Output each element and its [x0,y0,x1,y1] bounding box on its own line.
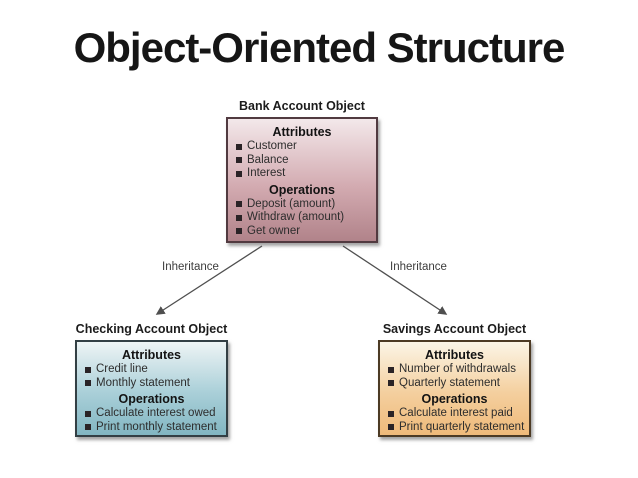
bullet-square-icon [236,170,242,177]
bullet-square-icon [236,228,242,235]
inheritance-arrow-left [155,245,263,315]
list-item-label: Print quarterly statement [399,420,525,433]
attributes-heading: Attributes [121,348,182,362]
list-item-label: Monthly statement [96,376,190,389]
list-item-label: Balance [247,153,289,166]
list-item: Calculate interest owed [77,407,226,421]
list-item-label: Get owner [247,224,301,237]
list-item-label: Customer [247,140,297,152]
attributes-heading: Attributes [424,348,485,362]
list-item: Number of withdrawals [380,363,529,377]
bullet-square-icon [388,410,394,417]
bullet-square-icon [85,424,91,431]
list-item-label: Interest [247,167,286,179]
list-item: Deposit (amount) [228,198,376,212]
list-item: Credit line [77,363,226,377]
list-item-label: Withdraw (amount) [247,211,345,223]
bullet-square-icon [85,410,91,417]
inheritance-label-right: Inheritance [390,261,447,273]
savings-account-object: Savings Account Object Attributes Number… [378,322,531,437]
bullet-square-icon [85,380,91,387]
list-item: Withdraw (amount) [228,211,376,225]
list-item-label: Calculate interest owed [96,407,216,419]
inheritance-arrow-right [342,245,448,315]
list-item: Interest [228,167,376,181]
checking-account-box: Attributes Credit line Monthly statement… [75,340,228,437]
list-item: Monthly statement [77,377,226,391]
list-item-label: Quarterly statement [399,376,500,389]
operations-heading: Operations [269,182,335,197]
list-item: Customer [228,140,376,154]
list-item: Get owner [228,225,376,239]
page-title: Object-Oriented Structure [73,24,566,71]
bullet-square-icon [388,366,394,373]
inheritance-label-left: Inheritance [162,261,219,273]
list-item: Print quarterly statement [380,421,529,435]
list-item: Quarterly statement [380,377,529,391]
list-item-label: Calculate interest paid [399,407,513,419]
bullet-square-icon [236,214,242,221]
bullet-square-icon [388,380,394,387]
savings-account-box: Attributes Number of withdrawals Quarter… [378,340,531,437]
list-item: Print monthly statement [77,421,226,435]
bullet-square-icon [236,143,242,150]
savings-account-object-title: Savings Account Object [382,322,527,336]
bank-account-object-title: Bank Account Object [239,99,365,113]
bank-account-object: Bank Account Object Attributes Customer … [226,99,378,243]
checking-account-object-title: Checking Account Object [75,322,228,336]
bullet-square-icon [236,201,242,208]
list-item: Balance [228,154,376,168]
bullet-square-icon [388,424,394,431]
bank-account-box: Attributes Customer Balance Interest Ope… [226,117,378,243]
bullet-square-icon [85,366,91,373]
bullet-square-icon [236,157,242,164]
operations-heading: Operations [421,392,488,406]
list-item: Calculate interest paid [380,407,529,421]
list-item-label: Deposit (amount) [247,197,336,210]
list-item-label: Credit line [96,363,148,375]
attributes-heading: Attributes [272,125,332,139]
operations-heading: Operations [118,392,185,406]
list-item-label: Print monthly statement [96,420,217,433]
list-item-label: Number of withdrawals [399,363,516,375]
checking-account-object: Checking Account Object Attributes Credi… [75,322,228,437]
